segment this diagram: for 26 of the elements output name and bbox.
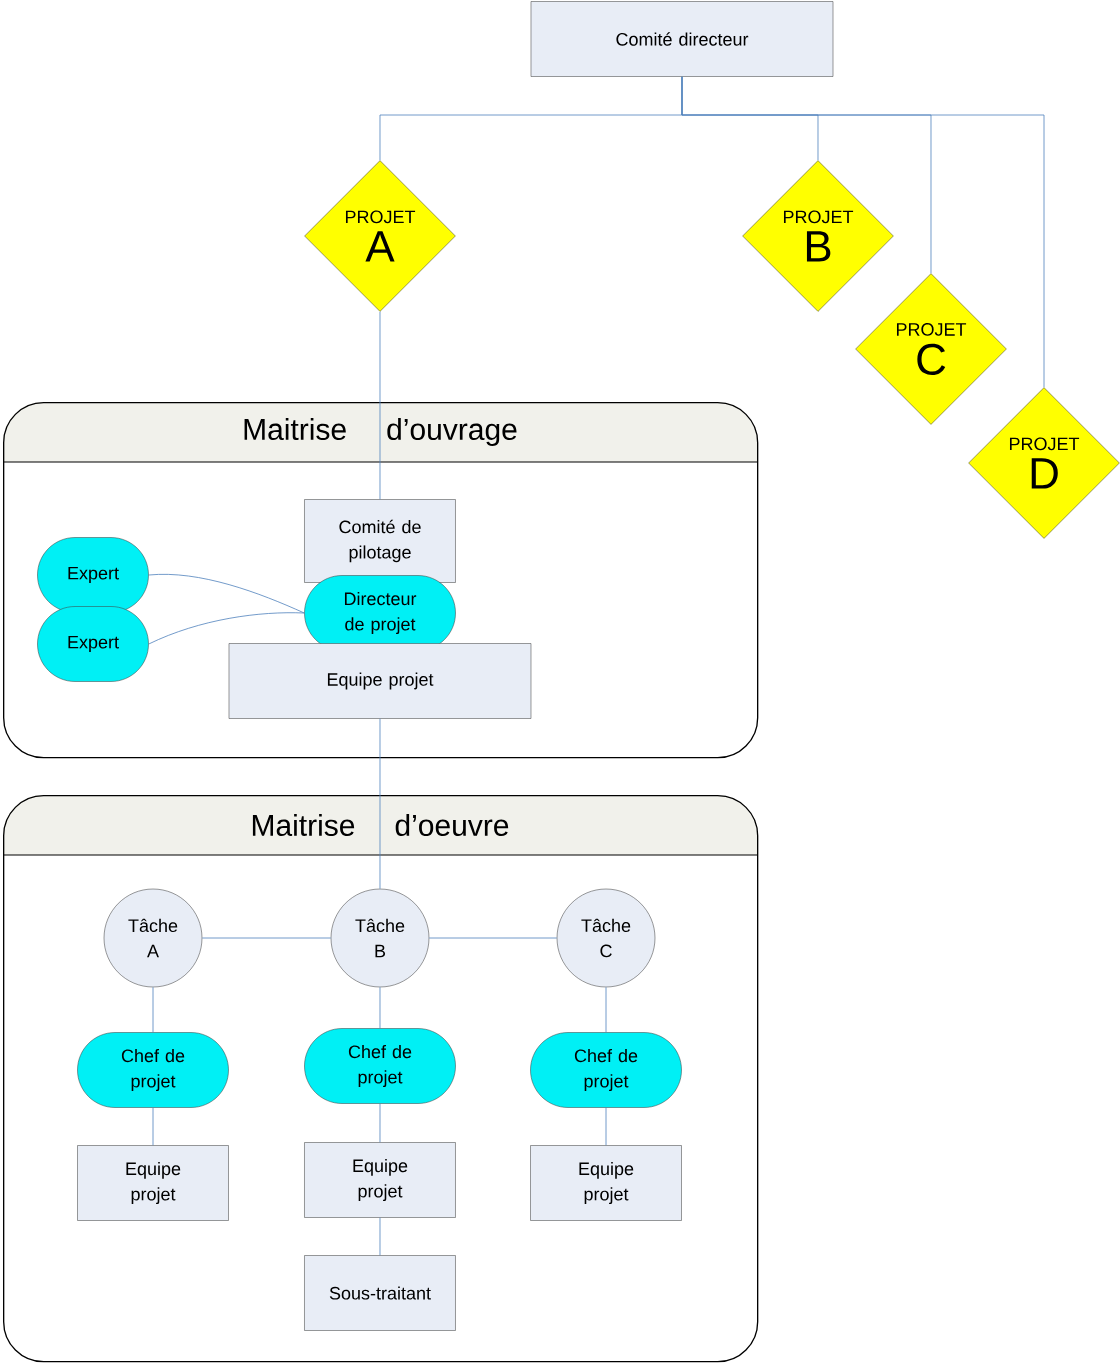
- connector-line: [428, 937, 558, 939]
- process-box: Comité de pilotage: [304, 499, 456, 583]
- process-box: Equipe projet: [77, 1145, 229, 1221]
- connector-line: [379, 718, 381, 890]
- connector-line: [681, 76, 1045, 388]
- connector-line: [152, 986, 154, 1033]
- process-box: Equipe projet: [228, 643, 532, 719]
- connector-line: [152, 1107, 154, 1146]
- connector-line: [379, 311, 381, 500]
- role-pill: Chef de projet: [77, 1032, 229, 1108]
- process-box: Comité directeur: [530, 1, 834, 77]
- connector-line: [605, 986, 607, 1033]
- process-box: Equipe projet: [304, 1142, 456, 1218]
- role-pill: Chef de projet: [530, 1032, 682, 1108]
- connector-line: [605, 1107, 607, 1146]
- process-box: Sous-traitant: [304, 1255, 456, 1331]
- connector-line: [201, 937, 332, 939]
- connector-line: [148, 573, 305, 614]
- connector-line: [148, 612, 305, 645]
- process-box: Equipe projet: [530, 1145, 682, 1221]
- role-pill: Expert: [37, 606, 149, 682]
- connector-line: [379, 1103, 381, 1143]
- connector-line: [379, 986, 381, 1029]
- role-pill: Chef de projet: [304, 1028, 456, 1104]
- role-pill: Expert: [37, 537, 149, 613]
- connector-line: [379, 1217, 381, 1256]
